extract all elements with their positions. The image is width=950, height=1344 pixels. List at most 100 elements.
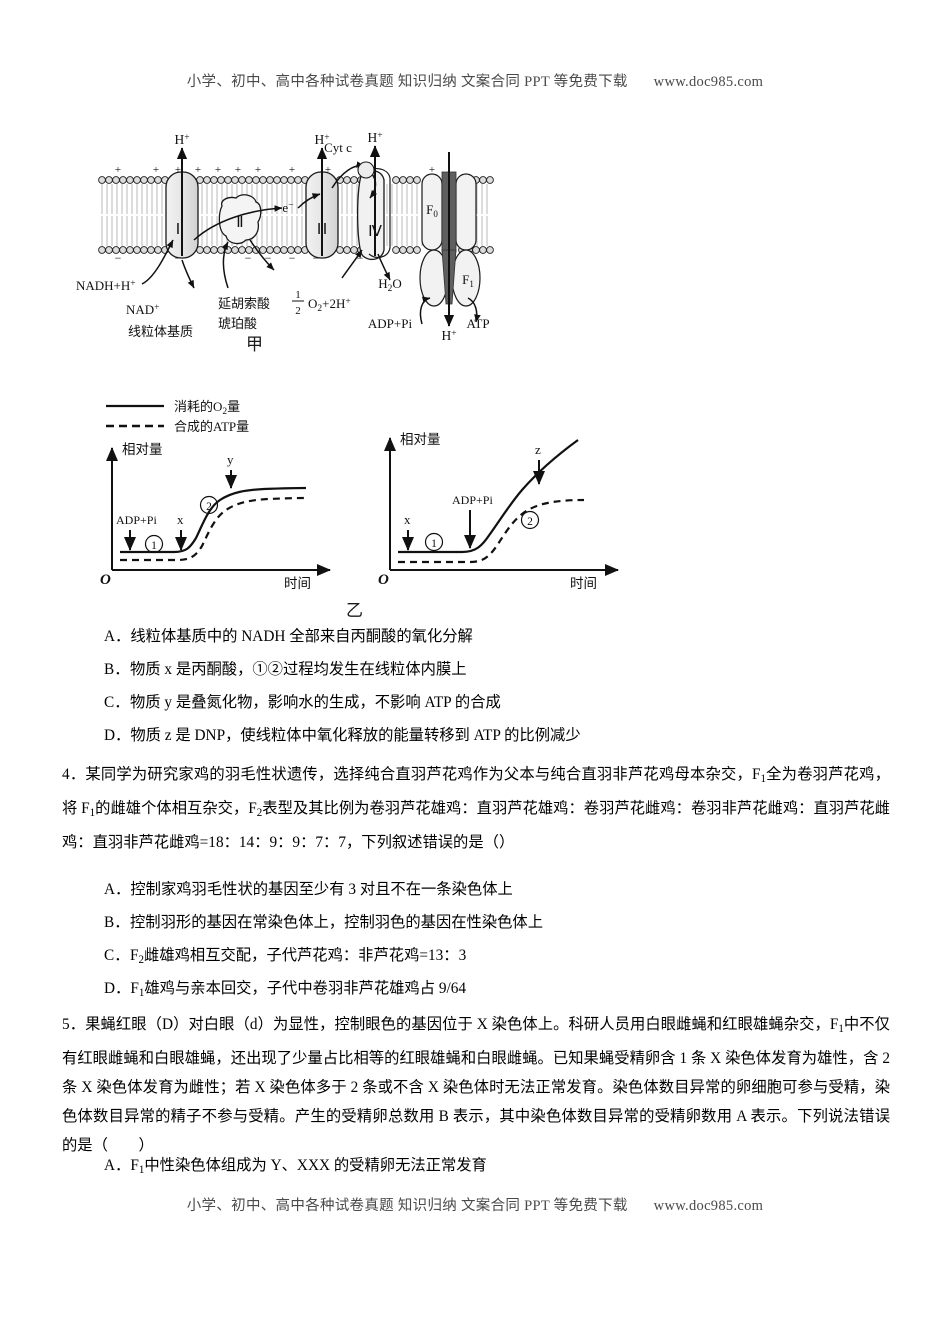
q4-option-a[interactable]: A．控制家鸡羽毛性状的基因至少有 3 对且不在一条染色体上 [104, 875, 894, 904]
svg-text:+: + [175, 164, 181, 176]
left-x-axis-label: 时间 [284, 576, 311, 591]
q3-option-a[interactable]: A．线粒体基质中的 NADH 全部来自丙酮酸的氧化分解 [104, 622, 894, 651]
label-fumarate: 延胡索酸 [218, 296, 270, 311]
right-annotation-z: z [535, 442, 541, 457]
q3-option-b-lead: B． [104, 661, 130, 678]
svg-text:2: 2 [295, 305, 301, 317]
q4-option-c[interactable]: C．F2雌雄鸡相互交配，子代芦花鸡：非芦花鸡=13：3 [104, 941, 894, 975]
q5-number: 5． [62, 1016, 86, 1033]
label-proton-4: H+ [441, 328, 456, 343]
q4-option-b[interactable]: B．控制羽形的基因在常染色体上，控制羽色的基因在性染色体上 [104, 908, 894, 937]
q3-option-b[interactable]: B．物质 x 是丙酮酸，①②过程均发生在线粒体内膜上 [104, 655, 894, 684]
label-succinate: 琥珀酸 [218, 316, 257, 331]
q5-stem-part1: 果蝇红眼（D）对白眼（d）为显性，控制眼色的基因位于 X 染色体上。科研人员用白… [85, 1016, 839, 1033]
svg-text:+: + [255, 164, 261, 176]
figure-jia-caption: 甲 [246, 335, 263, 354]
left-annotation-y: y [227, 452, 234, 467]
right-annotation-adp-pi: ADP+Pi [452, 493, 493, 507]
svg-text:+: + [289, 164, 295, 176]
q5-stem-part2: 中不仅有红眼雌蝇和白眼雄蝇，还出现了少量占比相等的红眼雄蝇和白眼雌蝇。已知果蝇受… [62, 1016, 890, 1155]
label-nadh: NADH+H+ [76, 278, 136, 293]
electron-flow-arrows [141, 161, 481, 325]
q5-option-a-sub: 1 [138, 1164, 145, 1177]
q4-stem-part5: ） [498, 834, 515, 852]
complex-II: Ⅱ [218, 194, 262, 245]
label-adp-pi: ADP+Pi [368, 316, 413, 331]
svg-text:+: + [325, 164, 331, 176]
svg-text:1: 1 [295, 289, 301, 301]
svg-text:−: − [265, 251, 272, 265]
left-curve-atp [120, 496, 307, 562]
running-header-text: 小学、初中、高中各种试卷真题 知识归纳 文案合同 PPT 等免费下载 [186, 74, 628, 90]
svg-text:+: + [235, 164, 241, 176]
right-x-axis-label: 时间 [570, 576, 597, 591]
right-origin-label: O [378, 572, 389, 588]
q3-option-d-text: D．物质 z 是 DNP，使线粒体中氧化释放的能量转移到 ATP 的比例减少 [104, 727, 581, 744]
q4-option-c-pre: F [130, 947, 139, 964]
positive-charges: +++ +++ +++ ++ [115, 164, 435, 176]
q3-option-d[interactable]: D．物质 z 是 DNP，使线粒体中氧化释放的能量转移到 ATP 的比例减少 [104, 721, 894, 750]
left-origin-label: O [100, 572, 111, 588]
complex-IV: Ⅳ [356, 168, 391, 261]
svg-text:+: + [115, 164, 121, 176]
proton-arrows [176, 145, 381, 256]
svg-text:−: − [289, 251, 296, 265]
q4-stem-part3: 的雌雄个体相互杂交，F [95, 800, 257, 818]
svg-text:Ⅱ: Ⅱ [236, 215, 243, 231]
left-annotation-adp-pi: ADP+Pi [116, 513, 157, 527]
q4-option-b-lead: B． [104, 914, 130, 931]
q4-option-b-text: 控制羽形的基因在常染色体上，控制羽色的基因在性染色体上 [130, 914, 544, 931]
q3-option-c[interactable]: C．物质 y 是叠氮化物，影响水的生成，不影响 ATP 的合成 [104, 688, 894, 717]
q5-option-a-text: 中性染色体组成为 Y、XXX 的受精卵无法正常发育 [144, 1157, 487, 1174]
right-annotation-stage-1: 1 [424, 532, 444, 552]
svg-text:F1: F1 [462, 272, 474, 289]
label-water: H2O [378, 276, 402, 294]
left-curve-o2 [120, 486, 307, 554]
label-proton-1: H+ [174, 132, 189, 147]
right-curve-o2 [398, 439, 579, 554]
left-graph: O 相对量 时间 ADP+Pi x y 1 [100, 442, 331, 591]
q4-option-c-text: 雌雄鸡相互交配，子代芦花鸡：非芦花鸡=13：3 [144, 947, 467, 964]
svg-text:2: 2 [206, 501, 212, 513]
svg-text:−: − [115, 251, 122, 265]
q3-option-a-text: 线粒体基质中的 NADH 全部来自丙酮酸的氧化分解 [130, 628, 473, 645]
svg-text:+: + [195, 164, 201, 176]
q4-stem-part4: 表型及其比例为卷羽芦花雄鸡：直羽芦花雄鸡：卷羽芦花雌鸡：卷羽非芦花雌鸡：直羽芦花… [62, 800, 890, 852]
q4-option-d[interactable]: D．F1雄鸡与亲本回交，子代中卷羽非芦花雄鸡占 9/64 [104, 974, 894, 1008]
q4-option-d-lead: D． [104, 980, 131, 997]
q5-stem: 5．果蝇红眼（D）对白眼（d）为显性，控制眼色的基因位于 X 染色体上。科研人员… [62, 1010, 890, 1160]
svg-text:−: − [313, 251, 320, 265]
q4-stem-sub3: 2 [256, 807, 263, 820]
q4-option-a-text: 控制家鸡羽毛性状的基因至少有 3 对且不在一条染色体上 [130, 881, 513, 898]
svg-text:+: + [153, 164, 159, 176]
svg-text:Ⅰ: Ⅰ [176, 222, 180, 238]
left-annotation-x: x [177, 512, 184, 527]
running-footer-text: 小学、初中、高中各种试卷真题 知识归纳 文案合同 PPT 等免费下载 [186, 1198, 628, 1214]
svg-text:2: 2 [527, 516, 533, 528]
svg-text:−: − [245, 251, 252, 265]
svg-text:O2+2H+: O2+2H+ [308, 296, 351, 314]
q4-stem: 4．某同学为研究家鸡的羽毛性状遗传，选择纯合直羽芦花鸡作为父本与纯合直羽非芦花鸡… [62, 760, 890, 857]
q4-stem-part2: 全为卷羽芦花鸡，将 F [62, 766, 890, 818]
label-nad: NAD+ [126, 302, 160, 317]
q4-number: 4． [62, 766, 86, 783]
cytochrome-c-particle [357, 161, 375, 179]
figure-electron-transport-chain: +++ +++ +++ ++ −−− −−− − Ⅰ Ⅱ [70, 128, 500, 363]
graph-legend: 消耗的O2量 合成的ATP量 [106, 399, 249, 434]
svg-text:1: 1 [151, 540, 157, 552]
q5-option-a[interactable]: A．F1中性染色体组成为 Y、XXX 的受精卵无法正常发育 [104, 1151, 894, 1185]
q4-option-c-sub: 2 [138, 954, 145, 967]
figure-yi-caption: 乙 [346, 601, 363, 620]
q4-option-a-lead: A． [104, 881, 131, 898]
q4-option-d-text: 雄鸡与亲本回交，子代中卷羽非芦花雄鸡占 9/64 [144, 980, 467, 997]
q3-option-a-lead: A． [104, 628, 131, 645]
running-footer-url: www.doc985.com [653, 1198, 764, 1214]
label-oxygen: 1 2 O2+2H+ [292, 289, 351, 317]
q3-option-c-lead: C． [104, 694, 130, 711]
right-annotation-stage-2: 2 [520, 510, 540, 530]
label-proton-3: H+ [367, 130, 382, 145]
left-y-axis-label: 相对量 [122, 442, 163, 457]
label-electron: e− [282, 200, 293, 215]
